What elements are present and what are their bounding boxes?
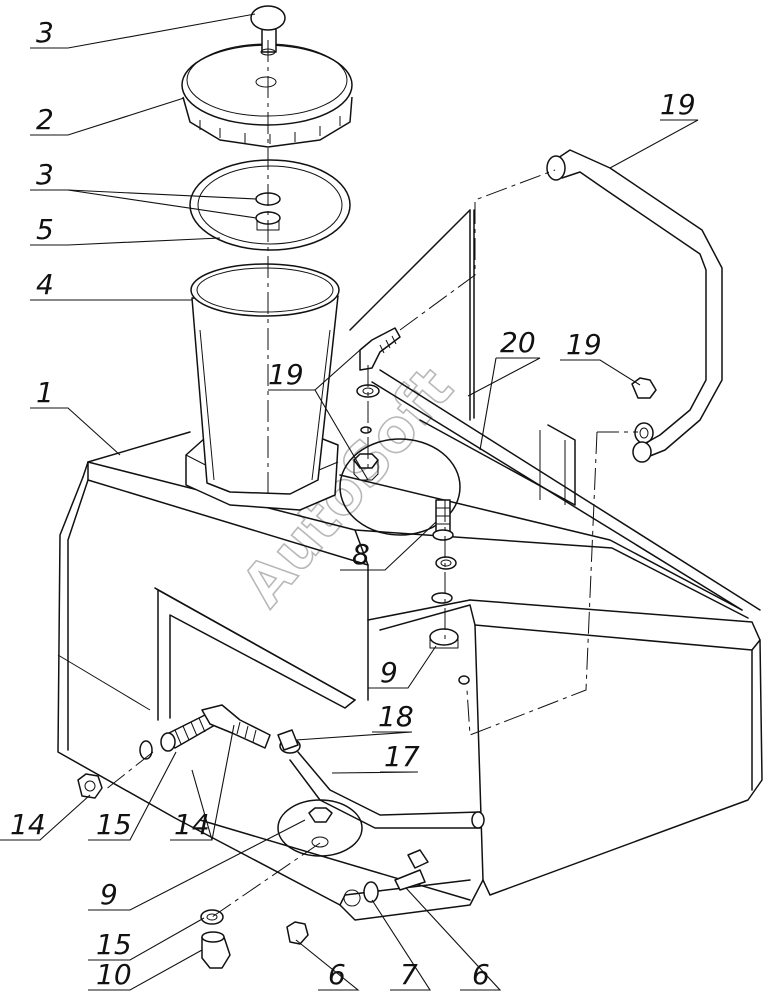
assembly-axes <box>104 40 638 918</box>
callout-label: 19 <box>566 328 602 361</box>
callout-label: 6 <box>328 958 346 991</box>
callout-label: 15 <box>96 928 132 961</box>
callout-label: 7 <box>400 958 418 991</box>
callout-label: 1 <box>36 376 54 409</box>
nut-right <box>631 377 657 444</box>
callout-label: 10 <box>96 958 132 991</box>
strainer-basket <box>190 263 340 495</box>
callout-label: 9 <box>100 878 118 911</box>
leader-lines <box>0 13 699 991</box>
callout-label: 6 <box>472 958 490 991</box>
callout-label: 8 <box>352 538 370 571</box>
drain-hose <box>277 729 485 829</box>
drain-elbow-10 <box>201 931 231 969</box>
callout-label: 5 <box>36 213 54 246</box>
fitting-6-right <box>394 849 429 891</box>
threaded-boss <box>429 628 459 649</box>
washer-7 <box>363 881 379 903</box>
callout-label: 19 <box>660 88 696 121</box>
callout-label: 4 <box>36 268 54 301</box>
drain-flange <box>277 799 363 857</box>
cap-knob <box>250 5 286 56</box>
filler-opening <box>339 426 461 536</box>
callout-label: 3 <box>36 16 54 49</box>
gasket <box>189 159 351 251</box>
corrugated-hose <box>160 704 271 752</box>
callout-label: 15 <box>96 808 132 841</box>
callout-label: 17 <box>384 740 420 773</box>
breather-hose <box>546 149 723 463</box>
callout-label: 14 <box>174 808 210 841</box>
callout-label: 14 <box>10 808 46 841</box>
plug-14-left <box>77 773 103 799</box>
callout-labels: 3 2 3 5 4 1 19 19 20 19 8 9 18 17 14 15 … <box>10 16 696 991</box>
callout-label: 19 <box>268 358 304 391</box>
callout-label: 3 <box>36 158 54 191</box>
plug-6-left <box>286 921 309 945</box>
callout-label: 18 <box>378 700 414 733</box>
callout-label: 2 <box>36 103 54 136</box>
breather-fitting <box>432 499 457 570</box>
callout-label: 20 <box>500 326 536 359</box>
nut-top <box>353 453 379 481</box>
filler-cap <box>181 43 353 148</box>
callout-label: 9 <box>380 656 398 689</box>
